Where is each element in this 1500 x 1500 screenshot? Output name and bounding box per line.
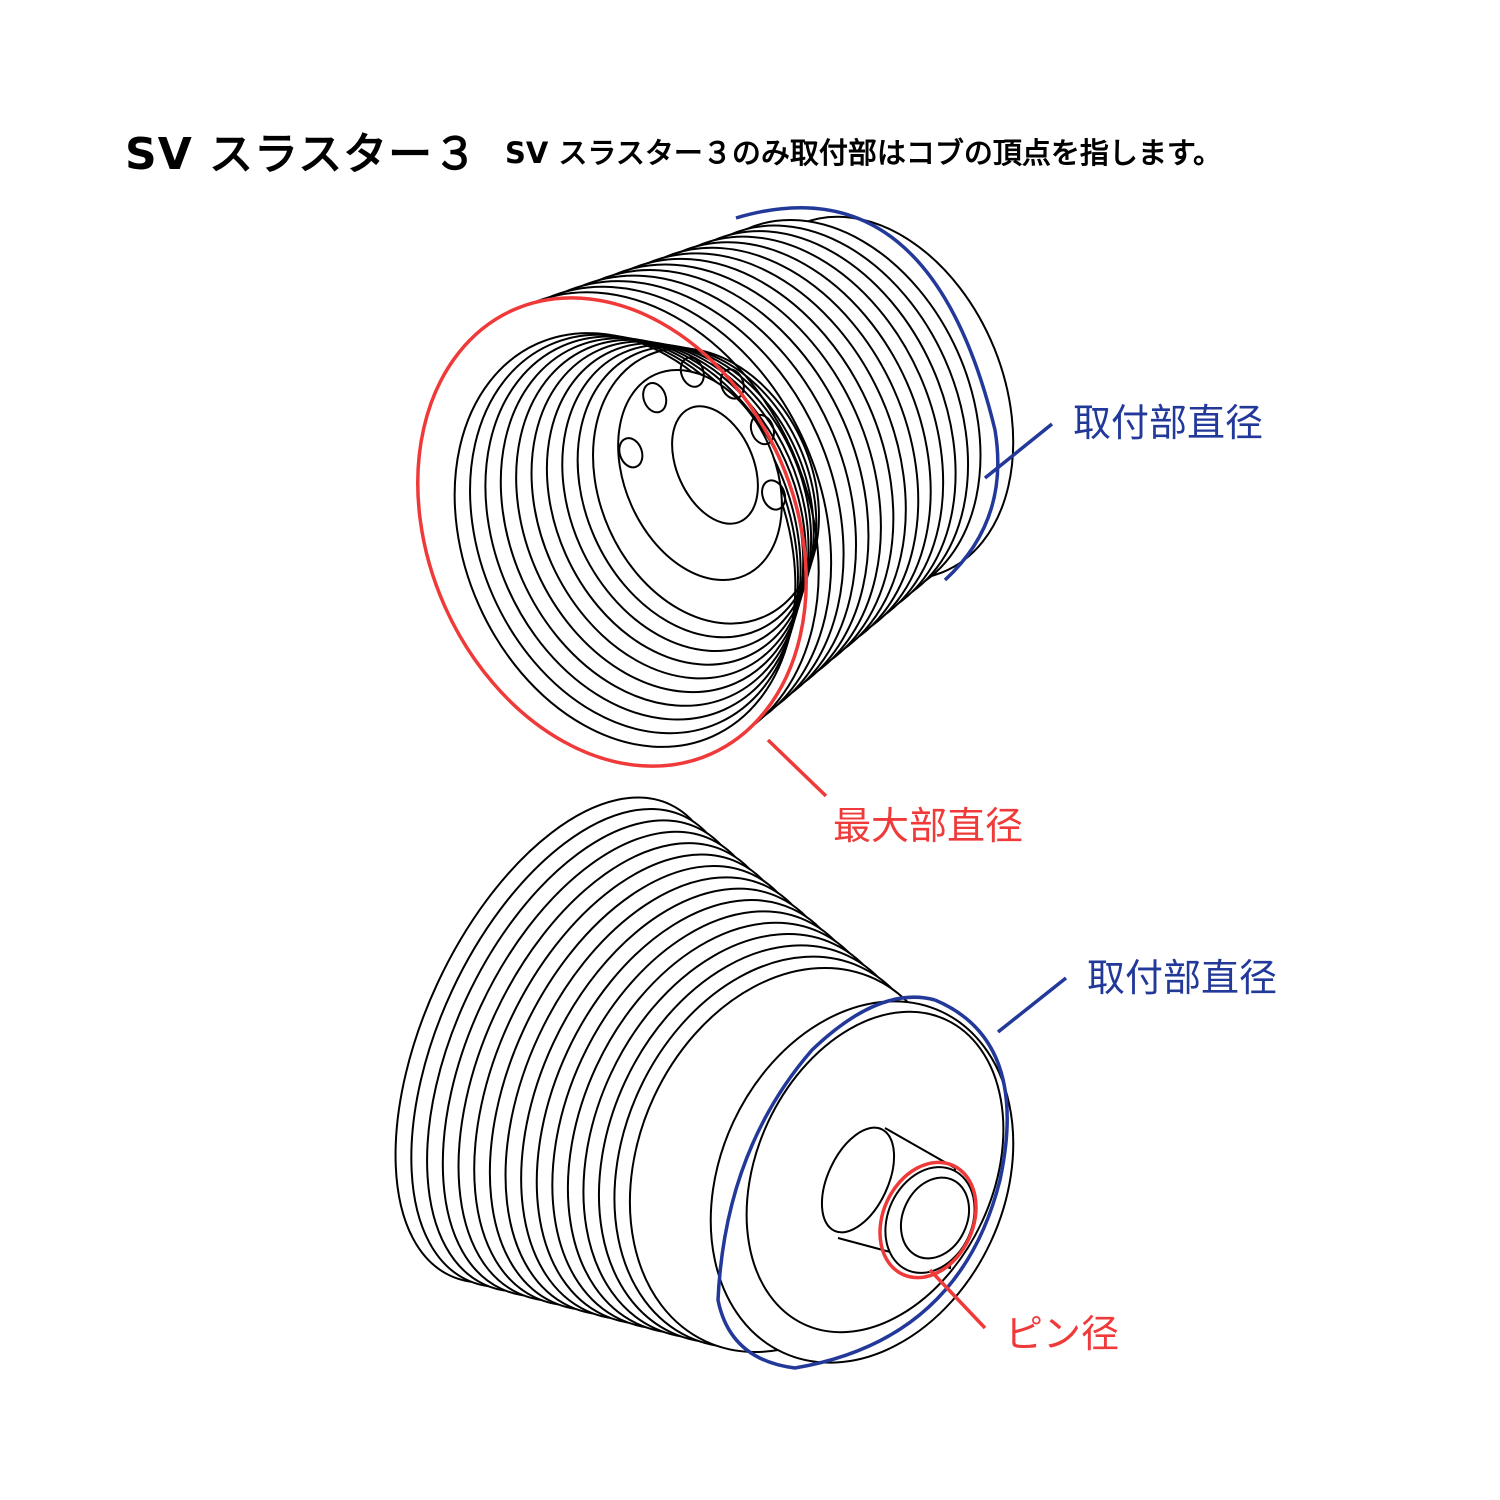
dimension-markers bbox=[416, 206, 1068, 1370]
pin-ring bbox=[878, 1160, 978, 1280]
pin-leader bbox=[928, 1268, 987, 1330]
bolt-hole bbox=[618, 437, 644, 469]
page-note: SV スラスター３のみ取付部はコブの頂点を指します。 bbox=[505, 136, 1222, 170]
bottom-mount-arc bbox=[716, 995, 1009, 1370]
bolt-hole bbox=[719, 368, 745, 400]
pin-inner bbox=[899, 1176, 971, 1260]
top-mount-arc bbox=[735, 206, 1000, 582]
label-pin-diameter: ピン径 bbox=[1005, 1312, 1120, 1356]
inner-ring bbox=[576, 345, 818, 639]
bolt-hole bbox=[679, 356, 705, 388]
hub-bore bbox=[671, 405, 759, 525]
page-title: SV スラスター３ bbox=[125, 129, 479, 180]
bolt-hole bbox=[642, 382, 668, 414]
inner-ring bbox=[592, 347, 820, 625]
hub-face bbox=[617, 368, 783, 582]
bolt-hole bbox=[761, 479, 787, 511]
top-max-leader bbox=[766, 738, 828, 798]
inner-ring bbox=[530, 340, 810, 680]
label-top-mount-diameter: 取付部直径 bbox=[1073, 401, 1264, 445]
top-max-ring bbox=[416, 296, 808, 768]
thruster-front-view bbox=[416, 215, 1015, 768]
top-mount-leader bbox=[983, 422, 1054, 480]
label-bottom-mount-diameter: 取付部直径 bbox=[1087, 956, 1278, 1000]
inner-ring bbox=[515, 338, 807, 694]
inner-ring bbox=[484, 335, 802, 721]
inner-ring bbox=[561, 344, 815, 652]
pin-boss-end bbox=[820, 1126, 896, 1234]
bottom-mount-leader bbox=[996, 976, 1068, 1034]
inner-ring bbox=[545, 342, 813, 666]
label-top-max-diameter: 最大部直径 bbox=[833, 804, 1024, 848]
